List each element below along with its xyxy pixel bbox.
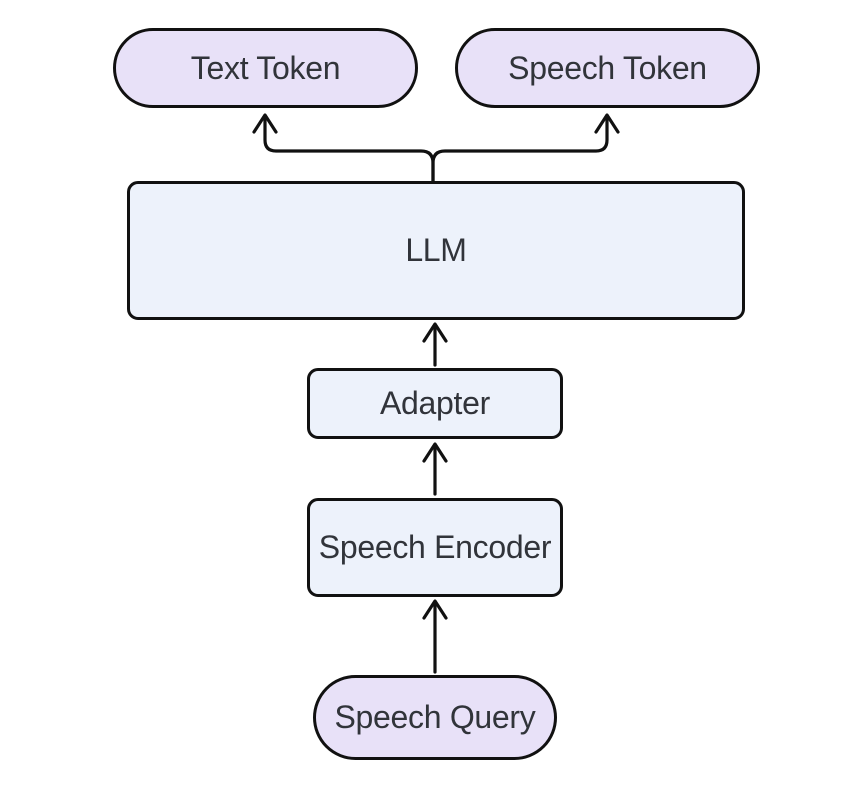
node-speech-token: Speech Token (455, 28, 760, 108)
node-adapter-label: Adapter (380, 385, 490, 421)
arrowhead-adapter-icon (422, 442, 448, 463)
node-llm: LLM (127, 181, 745, 320)
arrowhead-speech-encoder-icon (422, 599, 448, 620)
node-speech-token-label: Speech Token (508, 49, 707, 86)
arrowhead-speech-token-icon (594, 113, 620, 134)
node-speech-encoder: Speech Encoder (307, 498, 563, 597)
node-adapter: Adapter (307, 368, 563, 439)
node-text-token-label: Text Token (190, 49, 341, 86)
node-llm-label: LLM (405, 232, 467, 268)
arrowhead-llm-icon (422, 322, 448, 343)
node-text-token: Text Token (113, 28, 418, 108)
arrowhead-text-token-icon (252, 113, 278, 134)
node-speech-query-label: Speech Query (334, 699, 536, 735)
edge-llm-to-text-token (263, 115, 435, 184)
node-speech-query: Speech Query (313, 675, 557, 760)
node-speech-encoder-label: Speech Encoder (318, 529, 552, 565)
edge-llm-to-speech-token (431, 115, 609, 184)
